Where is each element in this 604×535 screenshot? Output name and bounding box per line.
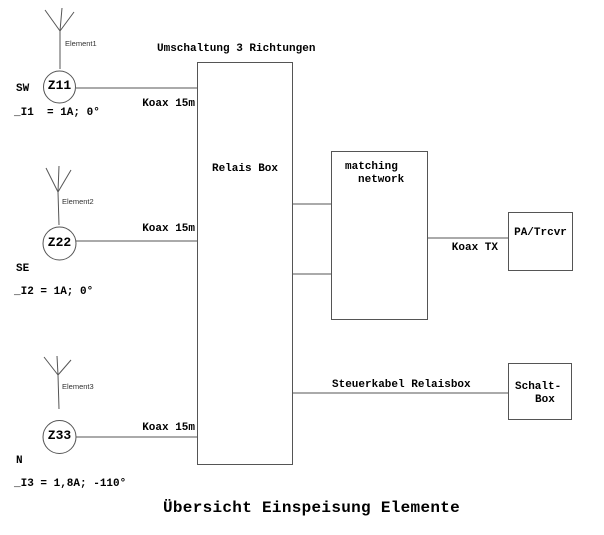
element-3-name: Element3 <box>62 382 94 391</box>
koax-label-2: Koax 15m <box>142 223 195 235</box>
koax-label-1: Koax 15m <box>142 98 195 110</box>
element-1-direction: SW <box>16 83 30 95</box>
element-2-direction: SE <box>16 263 30 275</box>
steuerkabel-label: Steuerkabel Relaisbox <box>332 379 471 391</box>
element-1-name: Element1 <box>65 39 97 48</box>
element-2-impedance: Z22 <box>47 235 72 250</box>
pa-trcvr-box <box>508 212 573 271</box>
element-2-name: Element2 <box>62 197 94 206</box>
element-3-direction: N <box>16 455 23 467</box>
antenna-icon-1 <box>44 7 75 69</box>
relais-box <box>197 62 293 465</box>
relais-box-label: Relais Box <box>211 163 278 175</box>
matching-network-box <box>331 151 428 320</box>
antenna-icon-3 <box>43 355 72 410</box>
element-1-impedance: Z11 <box>47 78 72 93</box>
pa-trcvr-label: PA/Trcvr <box>514 227 567 239</box>
matching-network-label-line2: network <box>358 174 405 186</box>
impedance-circle-1 <box>43 70 76 104</box>
schalt-box-label-line2: Box <box>535 394 555 406</box>
schalt-box-label-line1: Schalt- <box>515 381 562 393</box>
antenna-icon-2 <box>45 165 72 226</box>
matching-network-label-line1: matching <box>345 161 398 173</box>
schalt-box <box>508 363 572 420</box>
element-1-current: _I1 = 1A; 0° <box>14 107 100 119</box>
diagram-title: Übersicht Einspeisung Elemente <box>163 499 461 517</box>
koax-label-3: Koax 15m <box>142 422 195 434</box>
element-2-current: _I2 = 1A; 0° <box>14 286 94 298</box>
impedance-circle-2 <box>42 226 77 261</box>
diagram-heading: Umschaltung 3 Richtungen <box>157 43 316 55</box>
element-3-impedance: Z33 <box>47 428 72 443</box>
element-3-current: _I3 = 1,8A; -110° <box>14 478 127 490</box>
koax-tx-label: Koax TX <box>451 242 498 254</box>
